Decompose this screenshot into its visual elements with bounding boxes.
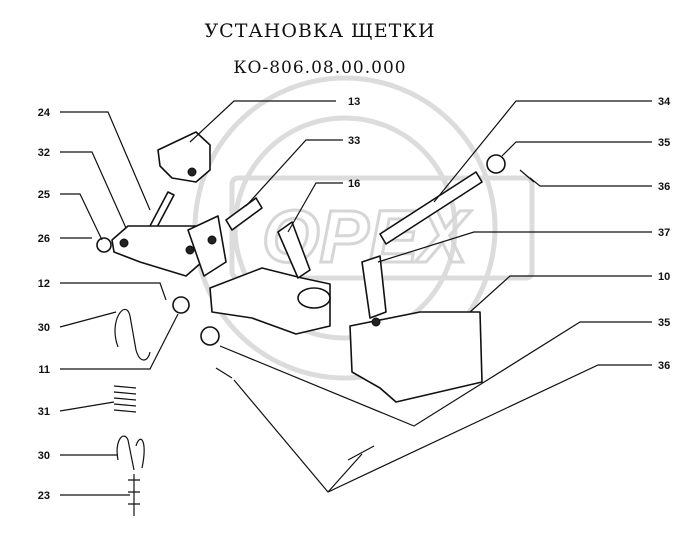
callout-24: 24 (38, 107, 51, 119)
callout-11: 11 (38, 364, 50, 376)
leader-33 (245, 139, 343, 207)
leader-37 (377, 231, 652, 263)
callout-16: 16 (348, 178, 360, 190)
leader-36-upper (529, 177, 652, 187)
part-36-pin-lower-right (347, 445, 375, 461)
callout-13: 13 (348, 96, 360, 108)
callout-12: 12 (38, 278, 50, 290)
leader-30-upper (59, 311, 117, 328)
parts (96, 131, 535, 516)
callout-36-lower: 36 (658, 360, 670, 372)
leader-10 (469, 275, 652, 313)
part-37-bolt (361, 255, 387, 319)
diagram-title: УСТАНОВКА ЩЕТКИ (204, 20, 436, 42)
callout-30-upper: 30 (38, 322, 50, 334)
callout-31: 31 (38, 406, 50, 418)
leader-24 (60, 111, 151, 211)
part-main-housing (209, 267, 331, 335)
leader-34 (433, 100, 652, 203)
leader-13 (189, 100, 336, 143)
part-30-hook-upper (114, 308, 151, 361)
leader-32 (60, 151, 127, 229)
leader-16 (287, 182, 343, 233)
callout-10: 10 (658, 271, 670, 283)
part-23-chain (128, 474, 140, 516)
leader-lines (59, 100, 652, 496)
part-32-bracket (111, 225, 203, 277)
callout-labels: 24 32 25 26 12 30 11 31 30 23 13 33 16 3… (38, 96, 671, 502)
callout-23: 23 (38, 490, 50, 502)
part-plate-hole (207, 235, 217, 245)
part-housing-bore (297, 287, 331, 309)
part-35-washer-upper (486, 154, 506, 174)
part-32-hole-2 (185, 245, 195, 255)
diagram-subtitle: КО-806.08.00.000 (233, 58, 407, 78)
callout-33: 33 (348, 135, 360, 147)
part-32-hole (119, 238, 129, 248)
part-31-spring (113, 385, 137, 413)
callout-32: 32 (38, 147, 50, 159)
leader-31 (59, 401, 115, 412)
leader-35-upper (501, 141, 652, 157)
callout-34: 34 (658, 96, 671, 108)
callout-30-lower: 30 (38, 450, 50, 462)
leader-35-lower (219, 321, 652, 427)
part-10-bracket (349, 311, 483, 403)
part-25-washer (96, 237, 112, 253)
callout-35-upper: 35 (658, 137, 670, 149)
callout-25: 25 (38, 189, 50, 201)
part-24-bolt (149, 191, 175, 230)
leader-25 (60, 193, 103, 241)
callout-26: 26 (38, 233, 50, 245)
part-36-pin-lower-left (215, 367, 233, 379)
part-16-lever (277, 221, 311, 279)
part-35-washer-lower (200, 326, 220, 346)
leader-36-lower-right (327, 453, 363, 493)
callout-37: 37 (658, 227, 670, 239)
part-10-hole (371, 317, 381, 327)
part-34-shaft (379, 171, 483, 245)
callout-36-upper: 36 (658, 181, 670, 193)
callout-35-lower: 35 (658, 317, 670, 329)
leader-36-lower-left (233, 364, 652, 493)
part-30-hook-lower (116, 435, 145, 471)
leader-12 (60, 282, 167, 301)
part-plate (187, 215, 227, 277)
part-13-hole (187, 167, 197, 177)
part-11-bushing (172, 296, 190, 314)
leader-11 (60, 313, 179, 370)
part-13-cover (157, 131, 211, 183)
